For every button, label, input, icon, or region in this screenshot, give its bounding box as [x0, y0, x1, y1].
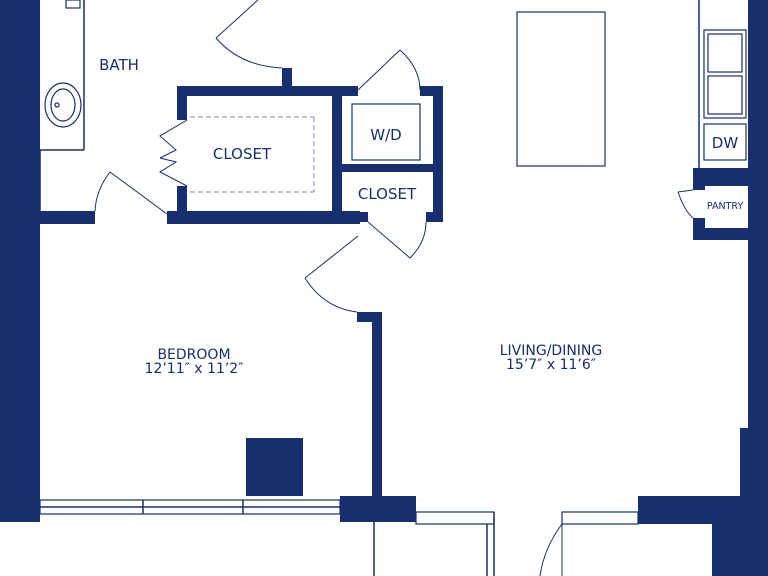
closet-main-label: CLOSET: [213, 145, 272, 163]
pantry-side-wall-lower: [693, 218, 705, 240]
closet-right-wall: [332, 86, 342, 224]
bath-lower-door-leaf: [109, 171, 168, 215]
small-closet-right-stub: [426, 212, 443, 222]
closet-bifold-bottom: [158, 157, 188, 187]
right-wall-jog: [740, 428, 756, 498]
pantry-bottom-wall: [693, 228, 748, 240]
bedroom-door-leaf: [304, 235, 359, 279]
laundry-door-leaf: [357, 49, 401, 91]
pantry-label: PANTRY: [707, 201, 744, 212]
small-closet-door-leaf: [367, 221, 411, 259]
sink-basin-bottom: [707, 75, 743, 115]
pantry-side-wall: [693, 168, 705, 190]
bottom-window-frame: [415, 511, 495, 525]
bath-sink: [44, 82, 82, 128]
pantry-door-leaf: [677, 189, 694, 193]
washer-dryer-unit: [351, 103, 421, 161]
fixtures: [39, 0, 747, 576]
bath-top-fixture: [65, 0, 81, 9]
bath-entry-door-swing: [215, 37, 283, 69]
sink-bowl-inner: [50, 88, 76, 122]
small-closet-door-swing: [409, 221, 427, 259]
bathroom-bottom-wall: [40, 211, 95, 224]
bath-label: BATH: [99, 56, 139, 74]
pantry-top-wall: [693, 168, 748, 186]
bottom-right-column: [712, 496, 768, 576]
partition-jog: [357, 312, 382, 322]
room-labels: BATH CLOSET W/D CLOSET DW PANTRY BEDROOM…: [99, 56, 743, 377]
pantry-door-swing: [677, 191, 694, 219]
doors: [94, 0, 694, 576]
closet-top-wall: [177, 86, 358, 96]
bath-entry-door-leaf: [215, 0, 259, 39]
closet-left-wall-lower: [177, 186, 187, 224]
closet-left-wall-upper: [177, 86, 187, 120]
dishwasher: [703, 123, 747, 161]
small-closet-bottom-wall: [342, 212, 368, 222]
bedroom-column: [246, 438, 303, 496]
bath-door-stub: [282, 68, 292, 96]
bedroom-door-swing: [304, 277, 358, 313]
laundry-door-swing: [399, 49, 421, 91]
laundry-right-wall: [433, 86, 443, 220]
left-exterior-wall: [0, 0, 40, 522]
entry-door-swing: [539, 523, 563, 576]
closet-bottom-wall: [167, 211, 360, 224]
partition-wall: [372, 312, 382, 508]
dishwasher-label: DW: [712, 134, 739, 152]
sink-drain: [54, 102, 60, 108]
living-dims: 15’7″ x 11’6″: [506, 357, 596, 373]
entry-sidelight: [561, 511, 639, 525]
laundry-top-stub: [420, 86, 443, 96]
closet-small-label: CLOSET: [358, 185, 417, 203]
closet-bifold-top: [159, 119, 188, 159]
bedroom-dims: 12’11″ x 11’2″: [145, 361, 244, 377]
bath-lower-door-swing: [94, 171, 111, 212]
sink-basin-top: [707, 33, 743, 73]
laundry-bottom-wall: [332, 164, 443, 172]
kitchen-island: [516, 11, 606, 167]
living-label: LIVING/DINING: [500, 343, 603, 359]
washer-dryer-label: W/D: [370, 126, 401, 144]
bedroom-label: BEDROOM: [157, 347, 230, 363]
